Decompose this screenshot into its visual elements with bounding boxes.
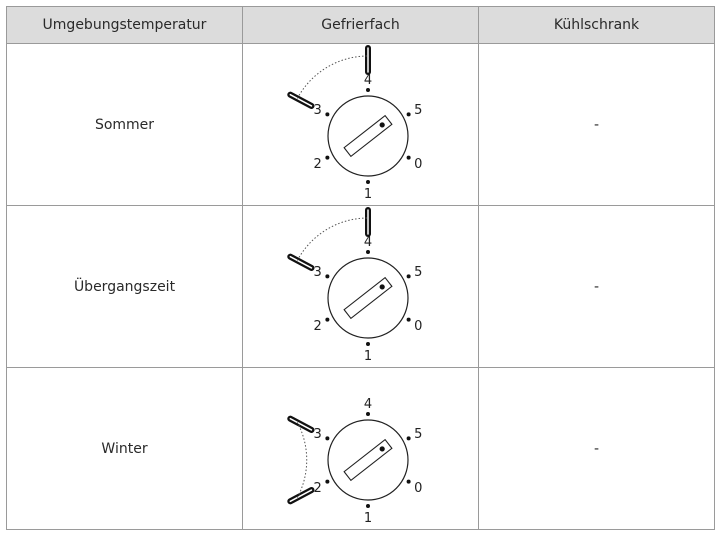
dial-ring [326, 256, 409, 339]
table-row: Übergangszeit 0 1 2 3 4 5 - [6, 205, 715, 368]
dial-number: 1 [363, 511, 371, 526]
dial-number: 3 [313, 265, 321, 280]
dial-tick [406, 111, 411, 116]
pointer-marker-highlight [289, 417, 312, 431]
adjust-range-arrow [296, 55, 368, 99]
dial-number: 3 [313, 103, 321, 118]
header-freezer: Gefrierfach [242, 6, 479, 44]
dial-tick [365, 411, 370, 416]
fridge-setting: - [478, 43, 715, 206]
dial-number: 0 [414, 156, 422, 171]
dial-tick [324, 273, 329, 278]
dial-slot [342, 276, 393, 319]
season-label: Winter [6, 367, 243, 530]
dial-number: 1 [363, 349, 371, 364]
pointer-marker-highlight [289, 255, 312, 269]
dial-indicator-dot [379, 445, 385, 452]
dial-number: 4 [363, 397, 371, 412]
header-row: Umgebungstemperatur Gefrierfach Kühlschr… [6, 6, 715, 44]
dial-tick [365, 249, 370, 254]
freezer-dial-cell: 0 1 2 3 4 5 [242, 43, 479, 206]
dial-tick [406, 479, 411, 484]
freezer-dial-diagram: 0 1 2 3 4 5 [286, 206, 422, 364]
fridge-setting: - [478, 367, 715, 530]
dial-tick [406, 155, 411, 160]
dial-tick [365, 341, 370, 346]
dial-tick [365, 87, 370, 92]
dial-knob [342, 438, 393, 481]
header-fridge: Kühlschrank [478, 6, 715, 44]
dial-number: 5 [414, 265, 422, 280]
dial-number: 0 [414, 480, 422, 495]
freezer-dial-cell: 0 1 2 3 4 5 [242, 367, 479, 530]
dial-ring [326, 418, 409, 501]
table-row: Sommer 0 1 2 3 4 5 - [6, 43, 715, 206]
dial-ring [326, 94, 409, 177]
dial-tick [324, 435, 329, 440]
settings-table: Umgebungstemperatur Gefrierfach Kühlschr… [6, 6, 715, 530]
dial-slot [342, 114, 393, 157]
dial-number: 3 [313, 427, 321, 442]
dial-slot [342, 438, 393, 481]
pointer-marker-highlight [289, 93, 312, 107]
season-label: Sommer [6, 43, 243, 206]
dial-tick [324, 111, 329, 116]
adjust-range-arrow [296, 217, 368, 261]
dial-tick [406, 435, 411, 440]
dial-number: 2 [313, 318, 321, 333]
dial-tick [406, 273, 411, 278]
adjust-range-arrow [296, 421, 307, 498]
dial-number: 5 [414, 427, 422, 442]
dial-number: 0 [414, 318, 422, 333]
dial-tick [365, 179, 370, 184]
dial-knob [342, 114, 393, 157]
dial-number: 5 [414, 103, 422, 118]
dial-tick [406, 317, 411, 322]
freezer-dial-diagram: 0 1 2 3 4 5 [286, 397, 422, 526]
fridge-setting: - [478, 205, 715, 368]
dial-number: 2 [313, 480, 321, 495]
dial-number: 2 [313, 156, 321, 171]
dial-number: 4 [363, 235, 371, 250]
dial-knob [342, 276, 393, 319]
dial-tick [365, 503, 370, 508]
pointer-marker-highlight [289, 488, 312, 502]
table-row: Winter 0 1 2 3 4 5 - [6, 367, 715, 530]
season-label: Übergangszeit [6, 205, 243, 368]
dial-number: 4 [363, 73, 371, 88]
dial-number: 1 [363, 187, 371, 202]
dial-tick [324, 155, 329, 160]
freezer-dial-diagram: 0 1 2 3 4 5 [286, 44, 422, 202]
dial-indicator-dot [379, 283, 385, 290]
header-ambient-temperature: Umgebungstemperatur [6, 6, 243, 44]
freezer-dial-cell: 0 1 2 3 4 5 [242, 205, 479, 368]
dial-tick [324, 479, 329, 484]
dial-indicator-dot [379, 121, 385, 128]
dial-tick [324, 317, 329, 322]
